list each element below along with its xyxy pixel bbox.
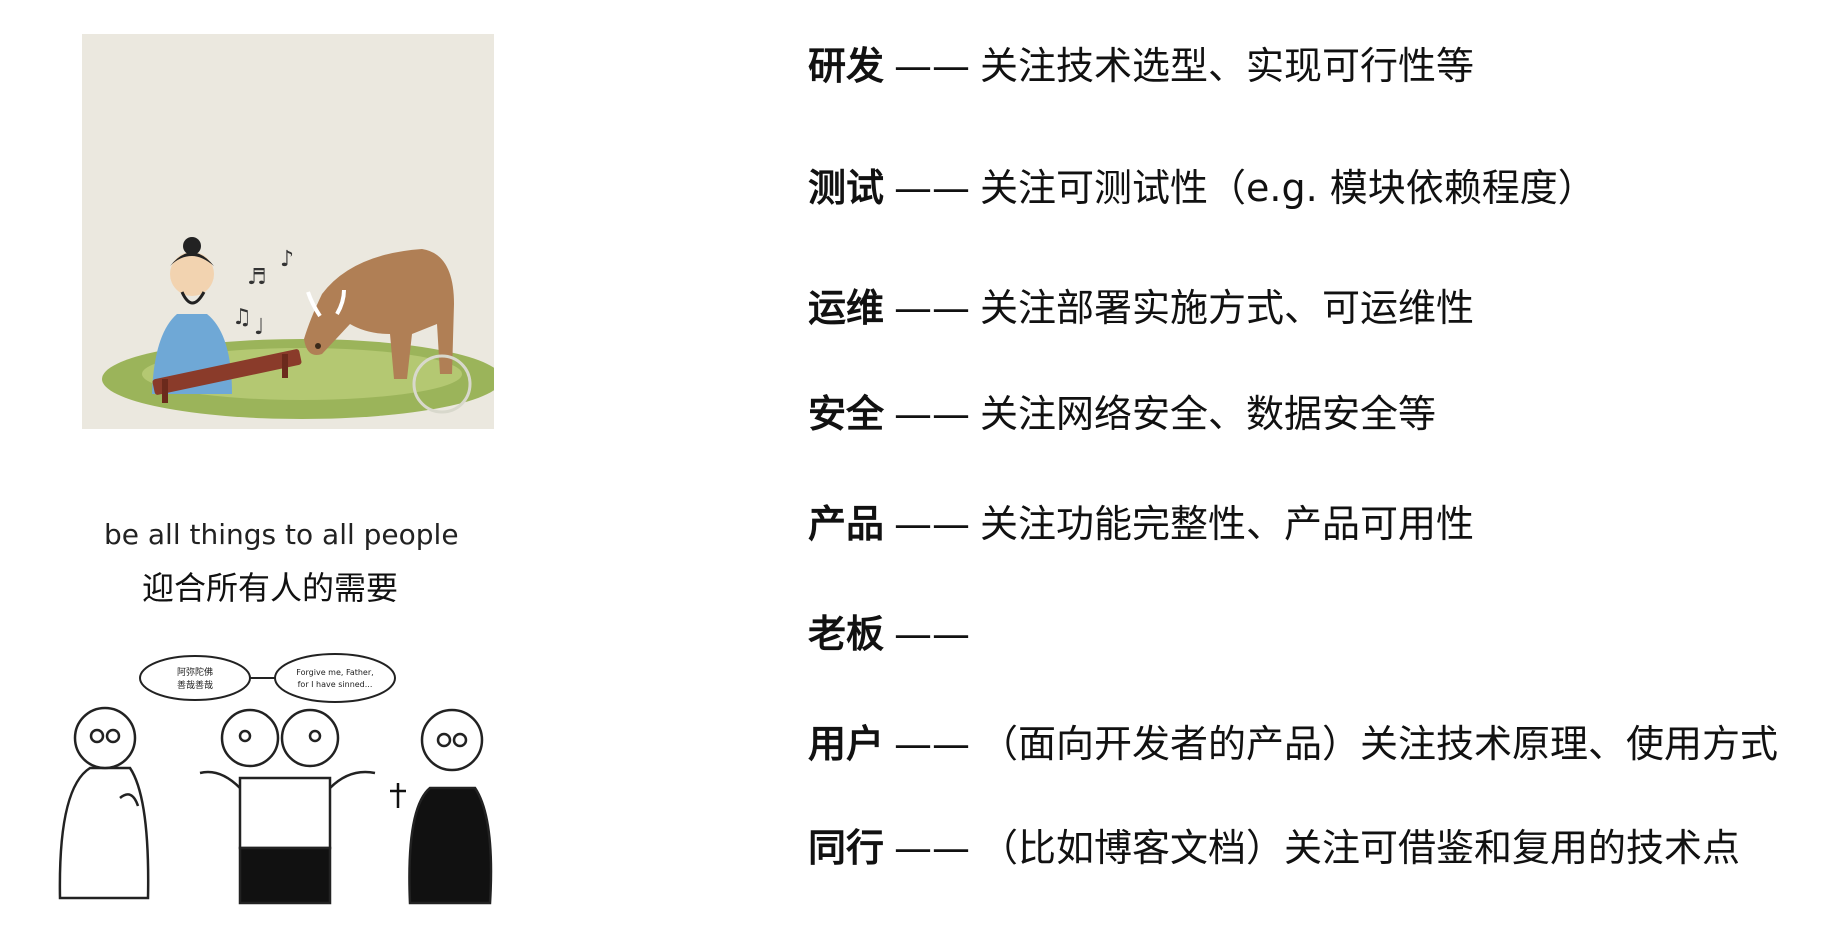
svg-text:♪: ♪ (280, 247, 294, 272)
svg-text:阿弥陀佛: 阿弥陀佛 (177, 666, 213, 678)
role-name: 测试 (808, 166, 885, 210)
speech-bubble-left: 阿弥陀佛 善哉善哉 (139, 655, 251, 701)
role-desc: 关注技术选型、实现可行性等 (980, 44, 1475, 88)
monk-figure (58, 706, 150, 900)
role-desc: 关注功能完整性、产品可用性 (980, 502, 1475, 546)
role-name: 安全 (808, 392, 885, 436)
zither-cow-drawing: ♬ ♪ ♫ ♩ (102, 237, 494, 419)
role-dash: —— (894, 612, 971, 656)
role-row-dev: 研发——关注技术选型、实现可行性等 (808, 44, 1474, 88)
caption-chinese: 迎合所有人的需要 (142, 569, 399, 607)
caption-english: be all things to all people (104, 518, 459, 551)
role-row-product: 产品——关注功能完整性、产品可用性 (808, 502, 1474, 546)
svg-text:善哉善哉: 善哉善哉 (177, 679, 213, 691)
role-row-security: 安全——关注网络安全、数据安全等 (808, 392, 1436, 436)
svg-text:for I have sinned...: for I have sinned... (298, 680, 373, 689)
speech-bubble-right: Forgive me, Father, for I have sinned... (274, 653, 396, 703)
role-desc: 关注可测试性（e.g. 模块依赖程度） (980, 166, 1596, 210)
role-row-ops: 运维——关注部署实施方式、可运维性 (808, 286, 1474, 330)
role-desc: （比如博客文档）关注可借鉴和复用的技术点 (980, 826, 1741, 870)
svg-text:♫: ♫ (232, 305, 252, 330)
role-desc: 关注网络安全、数据安全等 (980, 392, 1437, 436)
scholar-zither-cow-illustration: ♬ ♪ ♫ ♩ (82, 34, 494, 429)
middle-figure (199, 708, 376, 905)
role-desc: （面向开发者的产品）关注技术原理、使用方式 (980, 722, 1779, 766)
role-name: 研发 (808, 44, 885, 88)
stakeholder-role-list: 研发——关注技术选型、实现可行性等 测试——关注可测试性（e.g. 模块依赖程度… (808, 0, 1828, 944)
music-notes-icon: ♬ ♪ ♫ ♩ (232, 247, 294, 340)
svg-text:Forgive me, Father,: Forgive me, Father, (296, 668, 373, 677)
monk-priest-drawing: 阿弥陀佛 善哉善哉 Forgive me, Father, for I have… (58, 653, 493, 905)
role-dash: —— (894, 286, 971, 330)
role-dash: —— (894, 166, 971, 210)
role-name: 用户 (808, 722, 885, 766)
role-row-user: 用户——（面向开发者的产品）关注技术原理、使用方式 (808, 722, 1778, 766)
role-row-peer: 同行——（比如博客文档）关注可借鉴和复用的技术点 (808, 826, 1740, 870)
role-name: 运维 (808, 286, 885, 330)
role-name: 老板 (808, 612, 885, 656)
role-row-boss: 老板—— (808, 612, 980, 656)
priest-figure (390, 708, 493, 905)
cow-figure (304, 249, 454, 379)
role-name: 同行 (808, 826, 885, 870)
watermark-seal (412, 354, 472, 414)
svg-text:♬: ♬ (247, 265, 267, 290)
role-desc: 关注部署实施方式、可运维性 (980, 286, 1475, 330)
two-faced-figure-illustration: 阿弥陀佛 善哉善哉 Forgive me, Father, for I have… (50, 648, 530, 918)
role-row-test: 测试——关注可测试性（e.g. 模块依赖程度） (808, 166, 1596, 210)
role-dash: —— (894, 392, 971, 436)
svg-text:♩: ♩ (254, 315, 264, 340)
zither-instrument (152, 349, 302, 403)
role-dash: —— (894, 502, 971, 546)
role-dash: —— (894, 826, 971, 870)
role-dash: —— (894, 722, 971, 766)
role-name: 产品 (808, 502, 885, 546)
role-dash: —— (894, 44, 971, 88)
